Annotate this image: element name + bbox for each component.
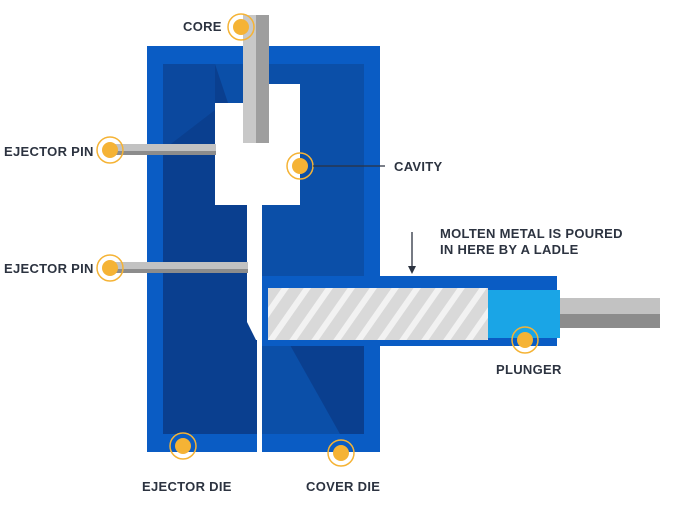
label-molten-line1: MOLTEN METAL IS POURED <box>440 226 623 241</box>
label-ejector-pin-bottom: EJECTOR PIN <box>4 261 94 276</box>
marker-ejector-die <box>169 432 197 460</box>
down-arrow-icon <box>408 232 416 274</box>
label-cover-die: COVER DIE <box>306 479 380 494</box>
marker-cover-die <box>327 439 355 467</box>
marker-core <box>227 13 255 41</box>
core <box>243 15 269 143</box>
marker-ejector-pin-top <box>96 136 124 164</box>
ejector-pin-bottom <box>108 262 248 273</box>
label-core: CORE <box>183 19 222 34</box>
marker-ejector-pin-bottom <box>96 254 124 282</box>
marker-plunger <box>511 326 539 354</box>
label-cavity: CAVITY <box>394 159 443 174</box>
plunger <box>488 290 660 338</box>
label-molten-line2: IN HERE BY A LADLE <box>440 242 579 257</box>
runner <box>247 205 262 340</box>
label-ejector-die: EJECTOR DIE <box>142 479 232 494</box>
ejector-pin-top <box>108 144 216 155</box>
label-ejector-pin-top: EJECTOR PIN <box>4 144 94 159</box>
label-plunger: PLUNGER <box>496 362 562 377</box>
